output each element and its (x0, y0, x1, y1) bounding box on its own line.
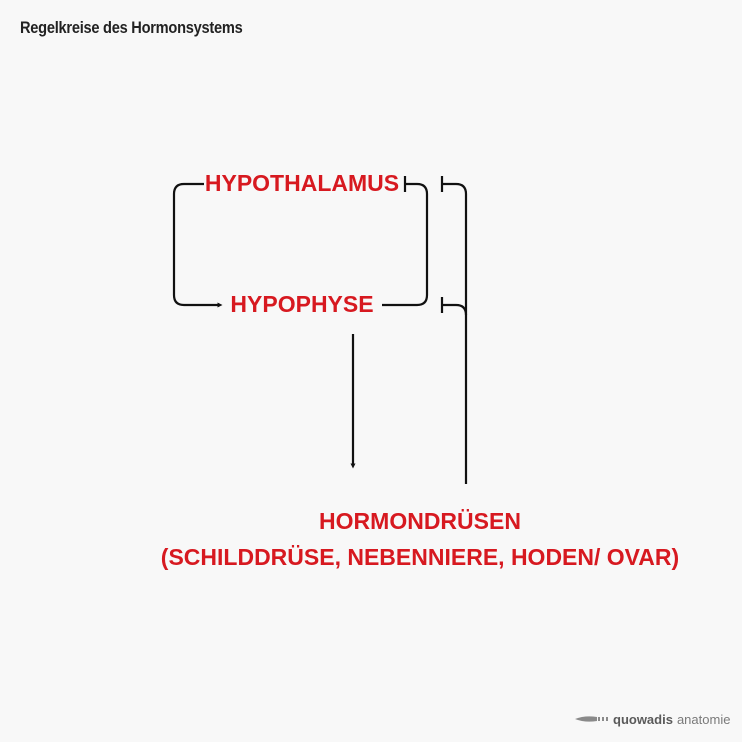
page-title: Regelkreise des Hormonsystems (20, 18, 243, 37)
brand-logo: quowadis anatomie (575, 709, 730, 729)
hormondruesen-to-hypothalamus-inhibition (442, 182, 468, 484)
hypothalamus-to-hypophyse-arrow (172, 182, 223, 308)
hypophyse-label: HYPOPHYSE (230, 291, 373, 317)
hypophyse-to-hypothalamus-inhibition (382, 182, 429, 307)
scalpel-icon (575, 716, 608, 722)
brand-name-light: anatomie (676, 711, 731, 727)
hormondruesen-detail-label: (SCHILDDRÜSE, NEBENNIERE, HODEN/ OVAR) (161, 544, 679, 570)
hormondruesen-label: HORMONDRÜSEN (319, 508, 521, 534)
hormondruesen-to-hypophyse-inhibition (442, 303, 468, 316)
brand-name-strong: quowadis (613, 711, 673, 727)
hypothalamus-label: HYPOTHALAMUS (205, 170, 399, 196)
